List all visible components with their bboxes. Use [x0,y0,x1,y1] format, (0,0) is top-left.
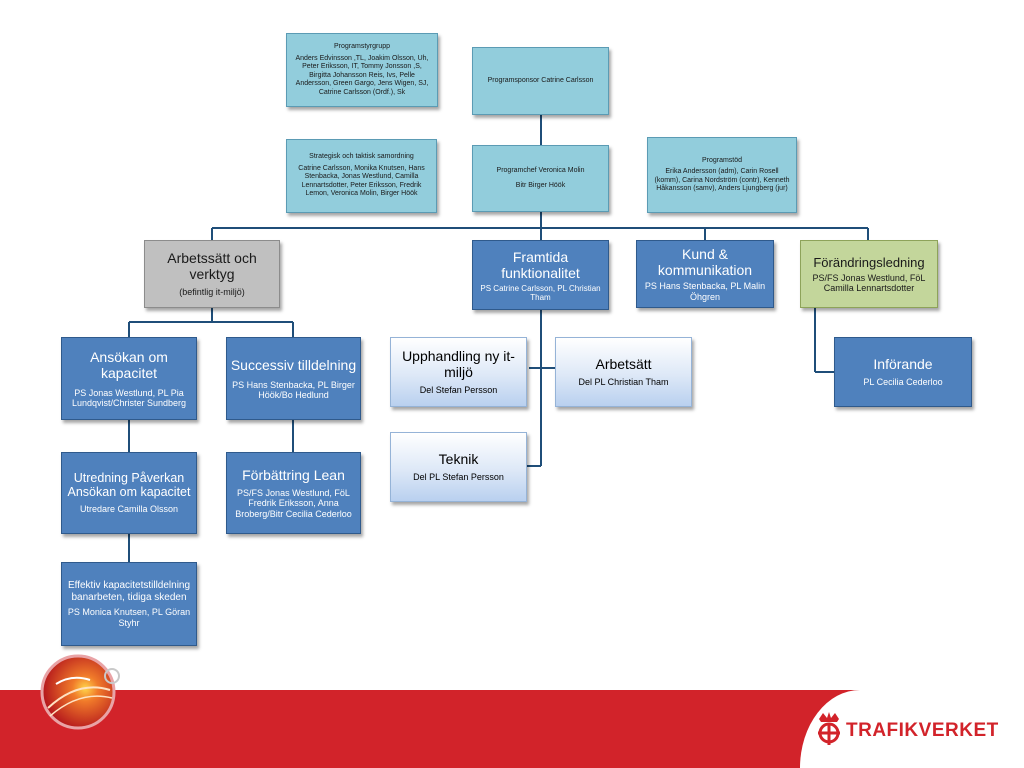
strategisk-samordning-box: Strategisk och taktisk samordning Catrin… [286,139,437,213]
forbattring-lean-title: Förbättring Lean [242,466,345,483]
upphandling-box: Upphandling ny it-miljö Del Stefan Perss… [390,337,527,407]
successiv-tilldelning-title: Successiv tilldelning [230,356,357,373]
framtida-funktionalitet-title: Framtida funktionalitet [501,248,580,281]
teknik-sub: Del PL Stefan Persson [413,472,504,483]
utredning-sub: Utredare Camilla Olsson [79,504,179,515]
successiv-tilldelning-box: Successiv tilldelning PS Hans Stenbacka,… [226,337,361,420]
arbetssatt-verktyg-sub: (befintlig it-miljö) [179,287,245,298]
arbetsatt-title: Arbetsätt [595,356,652,373]
effektiv-kapacitet-box: Effektiv kapacitetstilldelning banarbete… [61,562,197,646]
upphandling-title: Upphandling ny it-miljö [402,348,515,381]
framtida-funktionalitet-sub: PS Catrine Carlsson, PL Christian Tham [480,283,601,302]
utredning-box: Utredning Påverkan Ansökan om kapacitet … [61,452,197,534]
programstyrgrupp-title: Programstyrgrupp [333,43,391,50]
teknik-title: Teknik [438,451,479,468]
ansokan-kapacitet-title: Ansökan om kapacitet [90,348,168,381]
programstod-title: Programstöd [701,156,743,164]
programchef-name: Programchef Veronica Molin [496,167,585,174]
kund-kommunikation-title: Kund & kommunikation [657,246,753,278]
arbetssatt-verktyg-title: Arbetssätt och verktyg [167,250,257,283]
programstod-members: Erika Andersson (adm), Carin Rosell (kom… [654,168,790,192]
kund-kommunikation-box: Kund & kommunikation PS Hans Stenbacka, … [636,240,774,308]
strategisk-samordning-title: Strategisk och taktisk samordning [309,153,414,161]
rail-emblem-icon [40,654,120,730]
utredning-title: Utredning Påverkan Ansökan om kapacitet [67,471,191,500]
teknik-box: Teknik Del PL Stefan Persson [390,432,527,502]
forbattring-lean-box: Förbättring Lean PS/FS Jonas Westlund, F… [226,452,361,534]
forandringsledning-title: Förändringsledning [813,254,925,270]
inforande-sub: PL Cecilia Cederloo [863,377,943,388]
upphandling-sub: Del Stefan Persson [419,385,498,396]
framtida-funktionalitet-box: Framtida funktionalitet PS Catrine Carls… [472,240,609,310]
ansokan-kapacitet-box: Ansökan om kapacitet PS Jonas Westlund, … [61,337,197,420]
inforande-title: Införande [873,356,933,373]
trafikverket-crown-icon [818,712,840,745]
programchef-box: Programchef Veronica Molin Bitr Birger H… [472,145,609,212]
programchef-deputy: Bitr Birger Höök [515,181,566,189]
successiv-tilldelning-sub: PS Hans Stenbacka, PL Birger Höök/Bo Hed… [232,379,355,401]
inforande-box: Införande PL Cecilia Cederloo [834,337,972,407]
forandringsledning-sub: PS/FS Jonas Westlund, FöL Camilla Lennar… [812,272,926,294]
programstod-box: Programstöd Erika Andersson (adm), Carin… [647,137,797,213]
effektiv-kapacitet-title: Effektiv kapacitetstilldelning banarbete… [67,580,191,603]
arbetssatt-verktyg-box: Arbetssätt och verktyg (befintlig it-mil… [144,240,280,308]
arbetsatt-sub: Del PL Christian Tham [578,377,669,388]
effektiv-kapacitet-sub: PS Monica Knutsen, PL Göran Styhr [67,607,191,628]
forandringsledning-box: Förändringsledning PS/FS Jonas Westlund,… [800,240,938,308]
programsponsor-box: Programsponsor Catrine Carlsson [472,47,609,115]
forbattring-lean-sub: PS/FS Jonas Westlund, FöL Fredrik Erikss… [235,487,352,519]
programstyrgrupp-box: Programstyrgrupp Anders Edvinsson ,TL, J… [286,33,438,107]
kund-kommunikation-sub: PS Hans Stenbacka, PL Malin Öhgren [644,281,766,302]
strategisk-samordning-members: Catrine Carlsson, Monika Knutsen, Hans S… [298,164,425,198]
trafikverket-brand: TRAFIKVERKET [846,720,999,741]
programsponsor-text: Programsponsor Catrine Carlsson [487,76,594,84]
programstyrgrupp-members: Anders Edvinsson ,TL, Joakim Olsson, Uh,… [295,54,429,96]
arbetsatt-box: Arbetsätt Del PL Christian Tham [555,337,692,407]
ansokan-kapacitet-sub: PS Jonas Westlund, PL Pia Lundqvist/Chri… [71,387,187,409]
